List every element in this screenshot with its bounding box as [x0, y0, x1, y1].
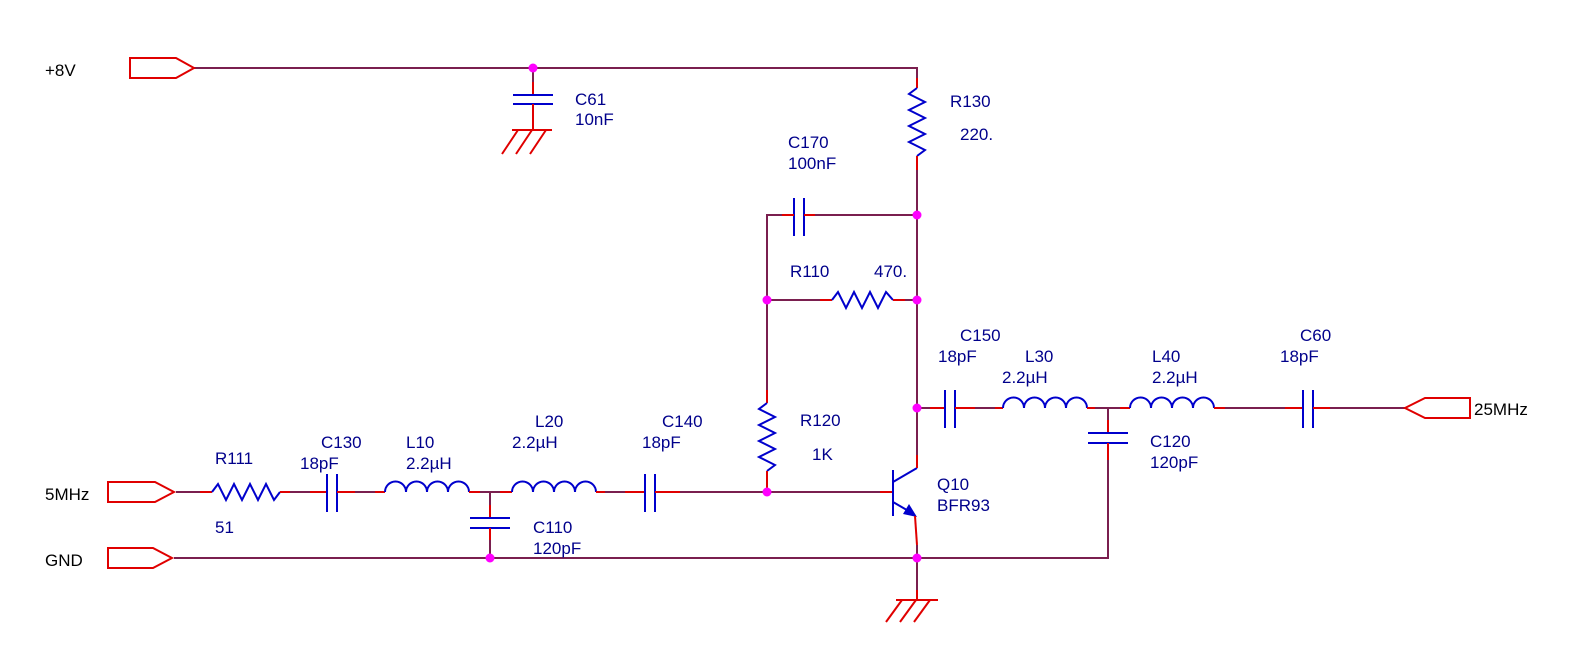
port-5mhz: [107, 481, 177, 503]
l40-value: 2.2µH: [1152, 368, 1198, 387]
junction-base: [762, 487, 772, 497]
inductor-l30: [995, 396, 1095, 409]
junctions: [485, 63, 922, 563]
c130-value: 18pF: [300, 454, 339, 473]
capacitor-c140: [625, 474, 680, 512]
gnd-rail-wire: [174, 460, 1109, 559]
c110-value: 120pF: [533, 539, 581, 558]
r111-ref: R111: [215, 449, 253, 468]
wires: [174, 67, 1405, 590]
c170-left-wire: [766, 214, 782, 300]
c130-ref: C130: [321, 433, 362, 452]
c150-ref: C150: [960, 326, 1001, 345]
capacitor-c60: [1285, 390, 1330, 428]
port-label-vcc: +8V: [45, 61, 76, 80]
junction-emitter-gnd: [912, 553, 922, 563]
resistor-r120: [756, 390, 778, 492]
r111-value: 51: [215, 518, 234, 537]
port-label-gnd: GND: [45, 551, 83, 570]
c140-ref: C140: [662, 412, 703, 431]
c60-ref: C60: [1300, 326, 1331, 345]
l10-ref: L10: [406, 433, 434, 452]
l40-ref: L40: [1152, 347, 1180, 366]
c60-value: 18pF: [1280, 347, 1319, 366]
r110-value: 470.: [874, 262, 907, 281]
resistor-r110: [820, 289, 905, 311]
capacitor-c110: [470, 505, 510, 540]
c170-value: 100nF: [788, 154, 836, 173]
resistor-r111: [200, 481, 290, 503]
junction-c110-gnd: [485, 553, 495, 563]
c61-ref: C61: [575, 90, 606, 109]
junction-c170-right: [912, 210, 922, 220]
inductor-l20: [500, 480, 605, 493]
capacitor-c150: [930, 390, 975, 428]
transistor-q10: [880, 455, 918, 546]
junction-c61: [528, 63, 538, 73]
q10-value: BFR93: [937, 496, 990, 515]
l20-ref: L20: [535, 412, 563, 431]
capacitor-c61: [513, 82, 553, 130]
inductor-l40: [1120, 396, 1225, 409]
inductor-l10: [375, 480, 480, 493]
l10-value: 2.2µH: [406, 454, 452, 473]
q10-ref: Q10: [937, 475, 969, 494]
c61-value: 10nF: [575, 110, 614, 129]
c110-ref: C110: [533, 518, 572, 537]
c140-value: 18pF: [642, 433, 681, 452]
resistor-r130: [906, 78, 928, 170]
r130-value: 220.: [960, 125, 993, 144]
ground-symbol-q10: [885, 590, 938, 623]
port-gnd: [107, 547, 175, 569]
junction-collector: [912, 403, 922, 413]
port-25mhz: [1402, 397, 1471, 419]
c150-value: 18pF: [938, 347, 977, 366]
capacitor-c120: [1088, 420, 1128, 460]
capacitor-c130: [310, 474, 355, 512]
r110-ref: R110: [790, 262, 829, 281]
c170-ref: C170: [788, 133, 829, 152]
l30-ref: L30: [1025, 347, 1053, 366]
c120-value: 120pF: [1150, 453, 1198, 472]
ground-symbol-c61: [501, 129, 552, 155]
l30-value: 2.2µH: [1002, 368, 1048, 387]
r120-value: 1K: [812, 445, 833, 464]
r130-ref: R130: [950, 92, 991, 111]
c120-ref: C120: [1150, 432, 1191, 451]
r120-ref: R120: [800, 411, 841, 430]
vcc-rail-wire: [194, 67, 918, 78]
junction-r110-left: [762, 295, 772, 305]
port-label-5mhz: 5MHz: [45, 485, 89, 504]
l20-value: 2.2µH: [512, 433, 558, 452]
capacitor-c170: [782, 198, 815, 236]
port-label-25mhz: 25MHz: [1474, 400, 1528, 419]
port-vcc: [129, 57, 197, 79]
junction-r110-right: [912, 295, 922, 305]
